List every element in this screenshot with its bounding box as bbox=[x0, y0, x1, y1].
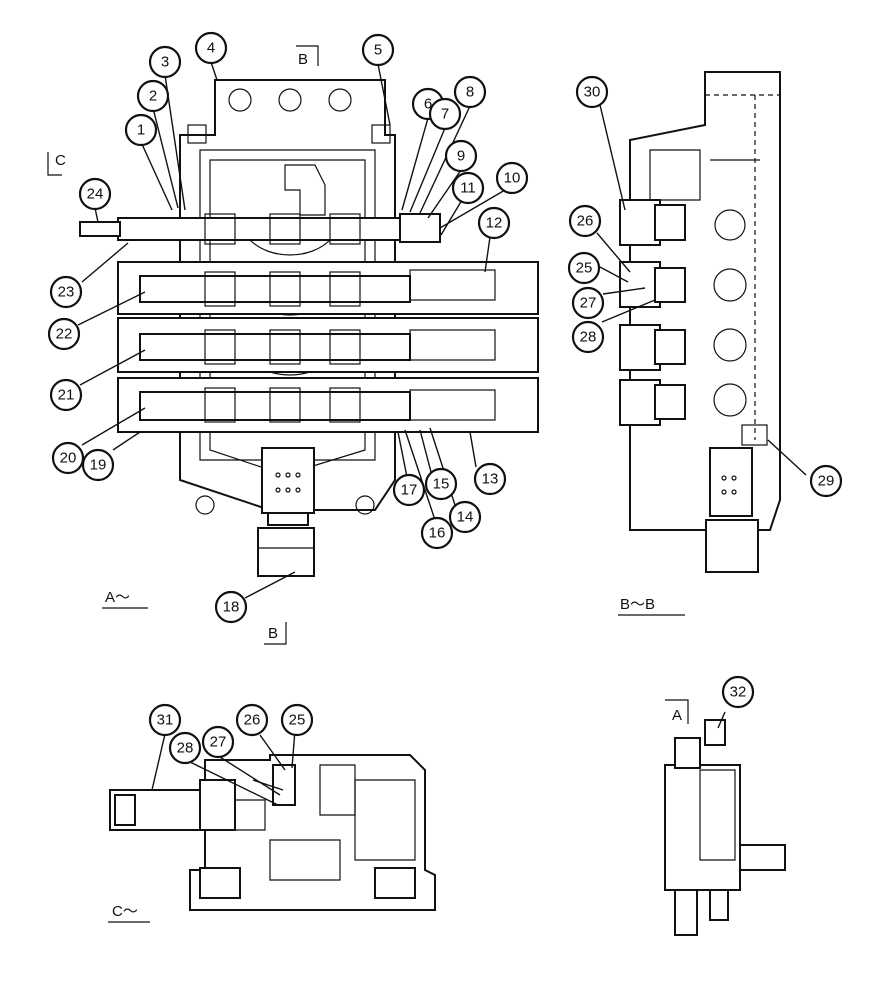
callout-10: 10 bbox=[495, 161, 529, 195]
svg-text:C: C bbox=[55, 152, 66, 169]
svg-text:28: 28 bbox=[580, 329, 597, 346]
callout-21: 21 bbox=[49, 378, 83, 412]
callout-15: 15 bbox=[424, 467, 458, 501]
leader-lines bbox=[77, 61, 807, 806]
svg-text:4: 4 bbox=[207, 40, 215, 57]
view-label-a: A～ bbox=[105, 589, 130, 606]
svg-text:18: 18 bbox=[223, 599, 240, 616]
view-a-drawing bbox=[79, 79, 539, 577]
svg-text:22: 22 bbox=[56, 326, 73, 343]
callout-26-c: 26 bbox=[235, 703, 269, 737]
callout-27-bb: 27 bbox=[571, 286, 605, 320]
svg-text:B: B bbox=[268, 625, 278, 642]
callout-12: 12 bbox=[477, 206, 511, 240]
svg-text:B: B bbox=[298, 51, 308, 68]
svg-text:11: 11 bbox=[460, 180, 476, 197]
svg-text:21: 21 bbox=[58, 387, 75, 404]
section-mark-c: C bbox=[47, 152, 66, 176]
callout-23: 23 bbox=[49, 275, 83, 309]
svg-text:23: 23 bbox=[58, 284, 75, 301]
callout-13: 13 bbox=[473, 462, 507, 496]
callout-31: 31 bbox=[148, 703, 182, 737]
callout-11: 11 bbox=[451, 171, 485, 205]
svg-text:16: 16 bbox=[429, 525, 446, 542]
section-mark-a: A bbox=[665, 699, 689, 724]
svg-text:17: 17 bbox=[401, 482, 418, 499]
section-mark-b-top: B bbox=[296, 45, 319, 68]
svg-text:15: 15 bbox=[433, 476, 450, 493]
callout-8: 8 bbox=[453, 75, 487, 109]
svg-text:19: 19 bbox=[90, 457, 107, 474]
callout-7: 7 bbox=[428, 97, 462, 131]
svg-text:2: 2 bbox=[149, 88, 157, 105]
callout-30: 30 bbox=[575, 75, 609, 109]
svg-text:5: 5 bbox=[374, 42, 382, 59]
view-bb-drawing bbox=[619, 71, 781, 573]
svg-text:26: 26 bbox=[577, 213, 594, 230]
svg-text:25: 25 bbox=[289, 712, 306, 729]
svg-text:9: 9 bbox=[457, 148, 465, 165]
callout-22: 22 bbox=[47, 317, 81, 351]
callout-19: 19 bbox=[81, 448, 115, 482]
svg-text:13: 13 bbox=[482, 471, 499, 488]
svg-text:1: 1 bbox=[137, 122, 145, 139]
svg-text:31: 31 bbox=[157, 712, 174, 729]
svg-text:3: 3 bbox=[161, 54, 169, 71]
svg-text:30: 30 bbox=[584, 84, 601, 101]
callout-2: 2 bbox=[136, 79, 170, 113]
callout-29: 29 bbox=[809, 464, 843, 498]
callout-18: 18 bbox=[214, 590, 248, 624]
svg-text:12: 12 bbox=[486, 215, 503, 232]
svg-text:25: 25 bbox=[576, 260, 593, 277]
svg-text:24: 24 bbox=[87, 186, 104, 203]
view-right-drawing bbox=[664, 719, 786, 936]
callout-25-bb: 25 bbox=[567, 251, 601, 285]
callout-17: 17 bbox=[392, 473, 426, 507]
svg-text:7: 7 bbox=[441, 106, 449, 123]
view-c-drawing bbox=[109, 754, 436, 911]
svg-text:26: 26 bbox=[244, 712, 261, 729]
svg-text:29: 29 bbox=[818, 473, 835, 490]
callout-3: 3 bbox=[148, 45, 182, 79]
callout-28-bb: 28 bbox=[571, 320, 605, 354]
callout-24: 24 bbox=[78, 177, 112, 211]
svg-text:32: 32 bbox=[730, 684, 747, 701]
svg-text:20: 20 bbox=[60, 450, 77, 467]
callout-27-c: 27 bbox=[201, 725, 235, 759]
svg-text:10: 10 bbox=[504, 170, 521, 187]
svg-text:6: 6 bbox=[424, 96, 432, 113]
callout-16: 16 bbox=[420, 516, 454, 550]
svg-text:27: 27 bbox=[210, 734, 227, 751]
callout-28-c: 28 bbox=[168, 731, 202, 765]
callout-20: 20 bbox=[51, 441, 85, 475]
view-label-c: C～ bbox=[112, 903, 138, 920]
svg-text:8: 8 bbox=[466, 84, 474, 101]
callout-14: 14 bbox=[448, 500, 482, 534]
callout-1: 1 bbox=[124, 113, 158, 147]
svg-text:28: 28 bbox=[177, 740, 194, 757]
view-label-bb: B～B bbox=[620, 596, 655, 613]
callout-26-bb: 26 bbox=[568, 204, 602, 238]
callout-32: 32 bbox=[721, 675, 755, 709]
svg-text:A: A bbox=[672, 707, 682, 724]
svg-text:14: 14 bbox=[457, 509, 474, 526]
svg-text:27: 27 bbox=[580, 295, 597, 312]
callout-5: 5 bbox=[361, 33, 395, 67]
callout-9: 9 bbox=[444, 139, 478, 173]
callout-4: 4 bbox=[194, 31, 228, 65]
section-mark-b-bottom: B bbox=[264, 622, 287, 645]
callout-25-c: 25 bbox=[280, 703, 314, 737]
